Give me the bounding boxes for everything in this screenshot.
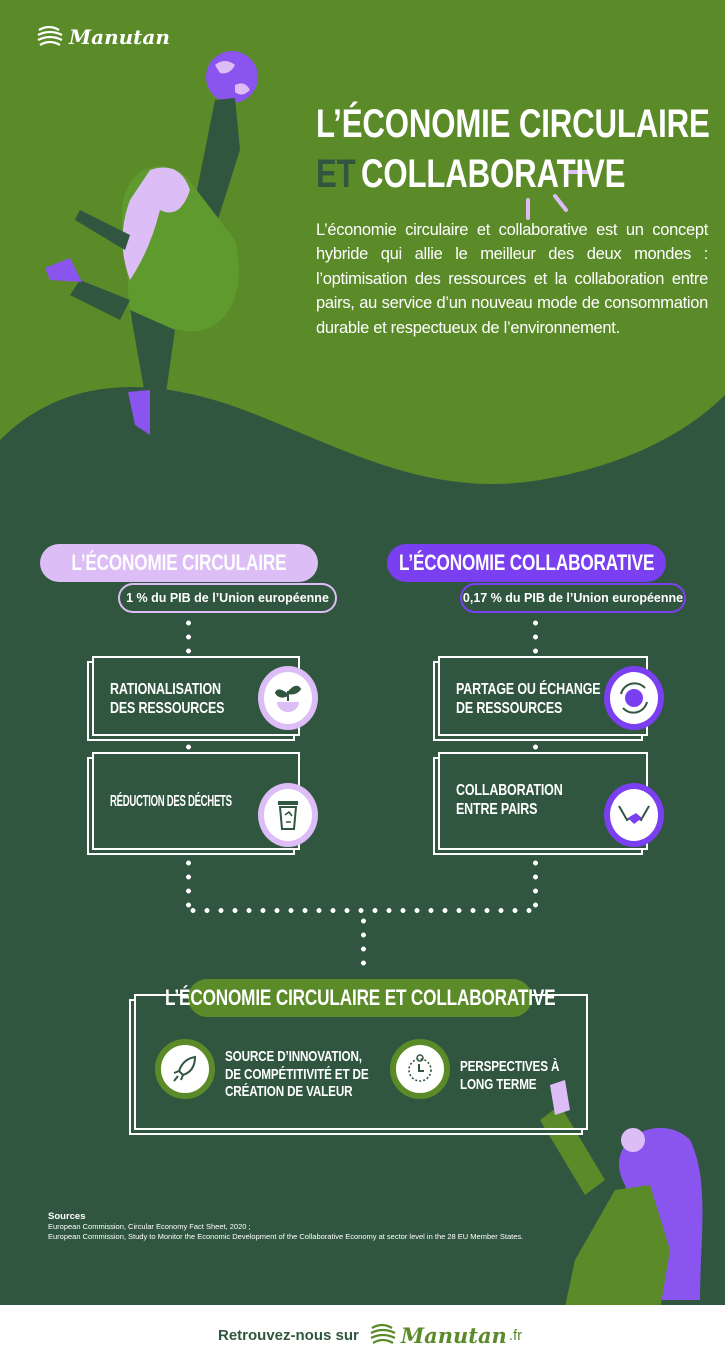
globe-exchange-icon (604, 666, 664, 730)
connector-dots (186, 908, 538, 913)
page-title-line1: L’ÉCONOMIE CIRCULAIRE (316, 102, 710, 146)
manutan-swirl-icon (370, 1323, 396, 1344)
circular-economy-heading: L’ÉCONOMIE CIRCULAIRE (40, 544, 318, 582)
clock-icon (390, 1039, 450, 1099)
woman-with-globe-illustration (45, 51, 258, 435)
connector-dots (361, 914, 366, 974)
handshake-icon (604, 783, 664, 847)
connector-dots (186, 856, 191, 912)
manutan-logo[interactable]: Manutan (36, 24, 170, 50)
recycle-bin-icon (258, 783, 318, 847)
footer-link[interactable]: Retrouvez-nous sur Manutan .fr (218, 1322, 523, 1348)
rocket-icon (155, 1039, 215, 1099)
manutan-swirl-icon (37, 25, 63, 46)
collaborative-stat-badge: 0,17 % du PIB de l’Union européenne (460, 583, 686, 613)
collaborative-economy-heading: L’ÉCONOMIE COLLABORATIVE (387, 544, 666, 582)
connector-dots (533, 740, 538, 754)
combined-heading: L’ÉCONOMIE CIRCULAIRE ET COLLABORATIVE (165, 979, 555, 1017)
spark-decoration (526, 170, 590, 220)
circular-stat-badge: 1 % du PIB de l’Union européenne (118, 583, 337, 613)
innovation-text: SOURCE D’INNOVATION,DE COMPÉTITIVITÉ ET … (225, 1048, 369, 1100)
connector-dots (533, 856, 538, 912)
plant-globe-icon (258, 666, 318, 730)
intro-paragraph: L’économie circulaire et collaborative e… (316, 221, 708, 337)
sources: Sources European Commission, Circular Ec… (48, 1211, 524, 1242)
connector-dots (533, 616, 538, 658)
footer (0, 1305, 725, 1365)
connector-dots (186, 740, 191, 754)
connector-dots (186, 616, 191, 658)
